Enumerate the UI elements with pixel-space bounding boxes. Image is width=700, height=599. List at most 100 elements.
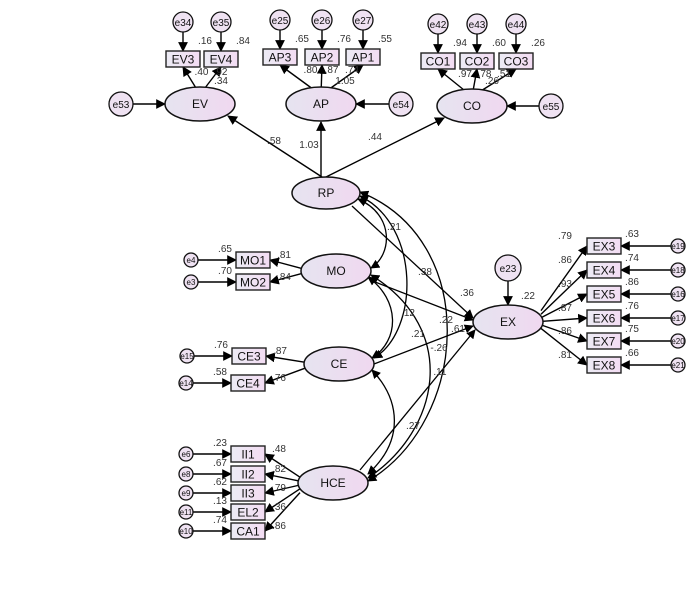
error-e35[interactable]: [210, 11, 232, 33]
latent-label-ev: EV: [192, 97, 208, 111]
error-e42[interactable]: [427, 13, 449, 35]
error-e53[interactable]: [108, 91, 134, 117]
indicator-label-ex3: EX3: [593, 240, 616, 254]
indicator-ii3[interactable]: [230, 484, 266, 502]
indicator-ex4[interactable]: [586, 261, 622, 279]
indicator-co3[interactable]: [498, 52, 534, 70]
loading-arrow-ex8: [540, 327, 588, 366]
latent-ex[interactable]: [472, 304, 544, 340]
loading-ce3: .87: [273, 346, 287, 357]
indicator-ev4[interactable]: [203, 50, 239, 68]
indicator-mo2[interactable]: [235, 273, 271, 291]
coef-hce-ex: .11: [433, 367, 447, 378]
indicator-ex8[interactable]: [586, 356, 622, 374]
loading-ca1: .86: [272, 521, 286, 532]
path-rp-ev: [227, 115, 323, 178]
error-e21[interactable]: [670, 357, 686, 373]
latent-hce[interactable]: [297, 465, 369, 501]
latent-ce[interactable]: [303, 346, 375, 382]
error-e26[interactable]: [311, 9, 333, 31]
cov-label-mo-ce: .12: [401, 308, 415, 319]
loading-arrow-ev4: [203, 66, 222, 90]
error-e15[interactable]: [179, 348, 195, 364]
error-label-e6: e6: [182, 450, 191, 459]
indicator-ce3[interactable]: [231, 347, 267, 365]
indicator-ex6[interactable]: [586, 309, 622, 327]
error-e55[interactable]: [538, 93, 564, 119]
error-e17[interactable]: [670, 310, 686, 326]
r2-ca1: .74: [213, 515, 227, 526]
loading-arrow-ii2: [264, 470, 301, 482]
error-e20[interactable]: [670, 333, 686, 349]
latent-label-ap: AP: [313, 97, 329, 111]
indicator-label-co2: CO2: [465, 55, 490, 69]
loading-ex5: .93: [558, 279, 572, 290]
loading-arrow-ap2: [316, 64, 327, 90]
error-label-e53: e53: [113, 100, 130, 111]
error-label-e43: e43: [469, 20, 486, 31]
indicator-ex5[interactable]: [586, 285, 622, 303]
loading-arrow-ii3: [264, 484, 301, 496]
loading-arrow-ev3: [182, 66, 198, 90]
indicator-ap3[interactable]: [262, 48, 298, 66]
indicator-label-ii1: II1: [241, 448, 255, 462]
indicator-ce4[interactable]: [230, 374, 266, 392]
latent-label-mo: MO: [326, 264, 345, 278]
latent-mo[interactable]: [300, 253, 372, 289]
indicator-label-ev4: EV4: [210, 53, 233, 67]
r2-co3: .26: [531, 38, 545, 49]
error-label-e27: e27: [355, 16, 372, 27]
loading-ii1: .48: [272, 444, 286, 455]
ev-extra-label: .34: [214, 76, 228, 87]
coef-rp-ev: .58: [267, 136, 281, 147]
error-e18[interactable]: [670, 262, 686, 278]
latent-label-ce: CE: [331, 357, 348, 371]
error-label-e23: e23: [500, 264, 517, 275]
r2-ii3: .62: [213, 477, 227, 488]
error-e3[interactable]: [183, 274, 199, 290]
latent-co[interactable]: [436, 88, 508, 124]
error-e27[interactable]: [352, 9, 374, 31]
indicator-ex7[interactable]: [586, 332, 622, 350]
indicator-el2[interactable]: [230, 503, 266, 521]
error-e25[interactable]: [269, 9, 291, 31]
loading-ii2: .82: [272, 464, 286, 475]
error-e11[interactable]: [178, 504, 194, 520]
error-label-e54: e54: [393, 100, 410, 111]
error-label-e9: e9: [182, 489, 191, 498]
indicator-label-ex5: EX5: [593, 288, 616, 302]
indicator-ap1[interactable]: [345, 48, 381, 66]
indicator-ca1[interactable]: [230, 522, 266, 540]
indicator-co2[interactable]: [459, 52, 495, 70]
latent-ev[interactable]: [164, 86, 236, 122]
error-e23[interactable]: [494, 254, 522, 282]
indicator-label-ap3: AP3: [269, 51, 292, 65]
error-e34[interactable]: [172, 11, 194, 33]
error-e14[interactable]: [178, 375, 194, 391]
latent-rp[interactable]: [291, 176, 361, 210]
indicator-mo1[interactable]: [235, 251, 271, 269]
error-e19[interactable]: [670, 238, 686, 254]
error-e6[interactable]: [178, 446, 194, 462]
indicator-ev3[interactable]: [165, 50, 201, 68]
error-e10[interactable]: [178, 523, 194, 539]
error-e4[interactable]: [183, 252, 199, 268]
indicator-ap2[interactable]: [304, 48, 340, 66]
error-e54[interactable]: [388, 91, 414, 117]
error-e8[interactable]: [178, 466, 194, 482]
indicator-co1[interactable]: [420, 52, 456, 70]
cov-label-rp-hce: -.26: [430, 343, 448, 354]
loading-arrow-el2: [264, 488, 301, 513]
indicator-ii1[interactable]: [230, 445, 266, 463]
error-label-e11: e11: [180, 508, 193, 517]
error-e9[interactable]: [178, 485, 194, 501]
latent-ap[interactable]: [285, 86, 357, 122]
error-e43[interactable]: [466, 13, 488, 35]
indicator-ii2[interactable]: [230, 465, 266, 483]
error-e16[interactable]: [670, 286, 686, 302]
error-e44[interactable]: [505, 13, 527, 35]
r2-ii2: .67: [213, 458, 227, 469]
indicator-ex3[interactable]: [586, 237, 622, 255]
loading-ce4: .76: [272, 373, 286, 384]
